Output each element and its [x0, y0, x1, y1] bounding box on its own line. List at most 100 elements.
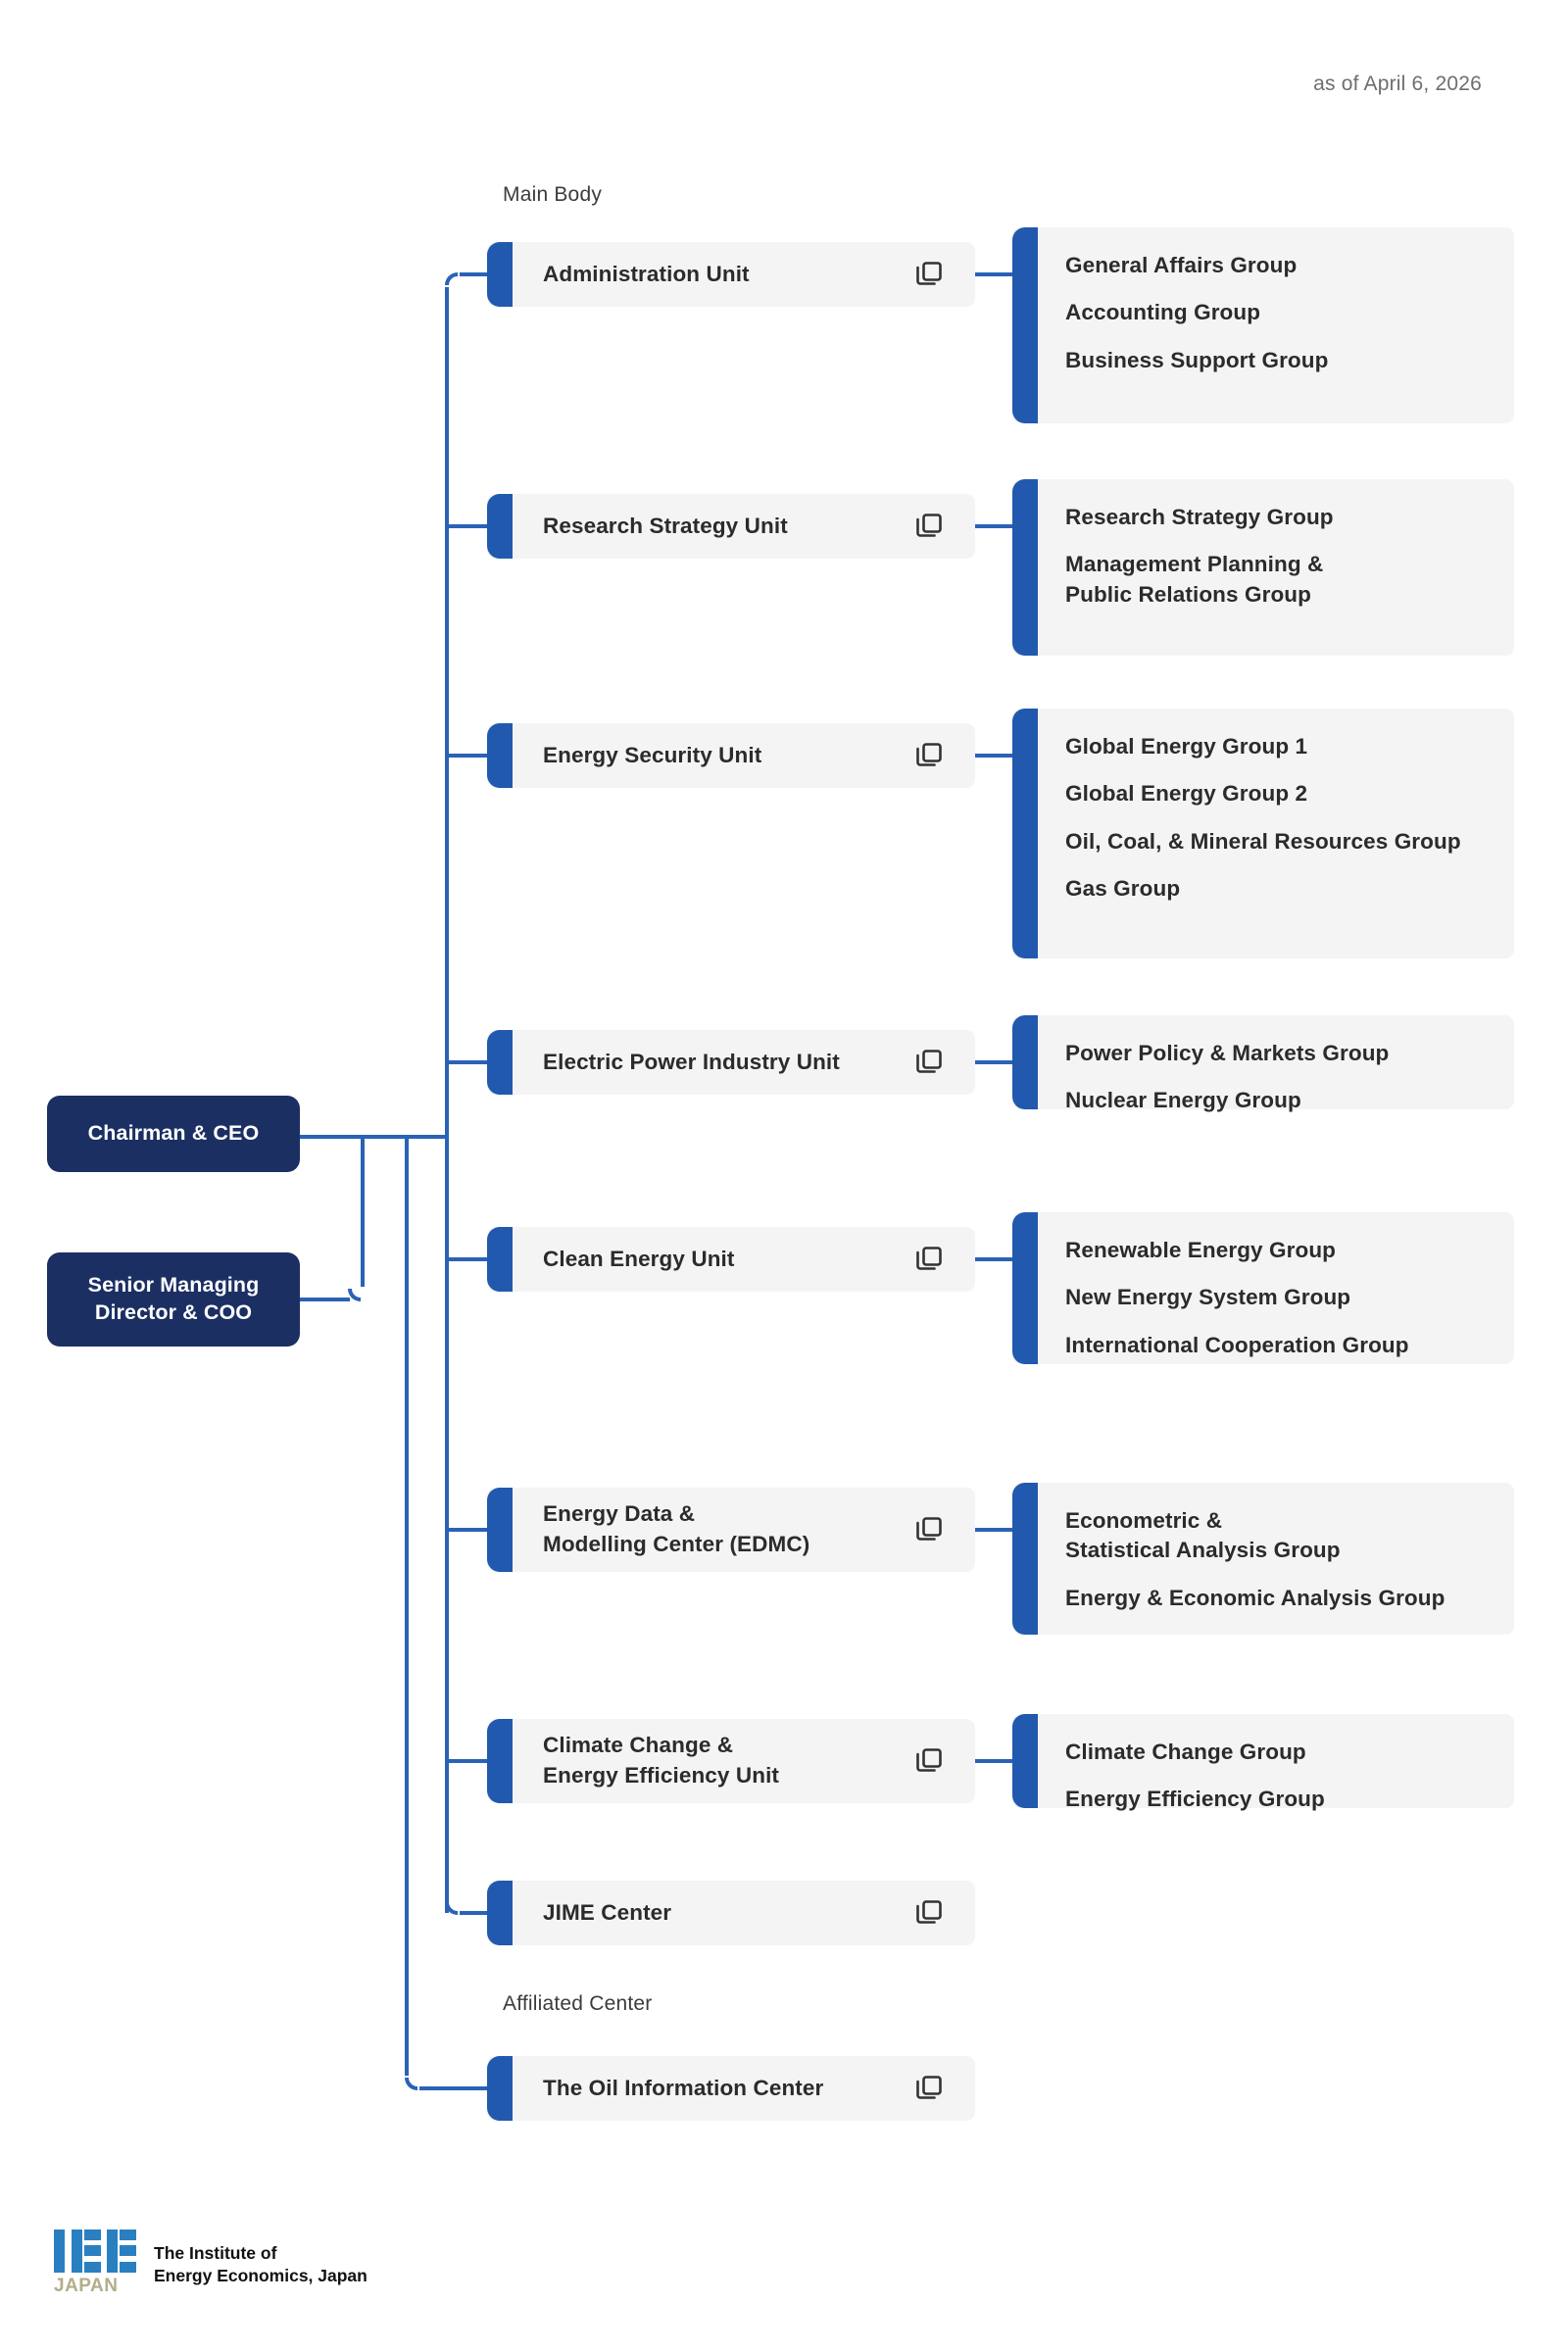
unit-name: Clean Energy Unit [543, 1246, 735, 1271]
accent-bar [487, 1227, 513, 1292]
accent-bar [1012, 1212, 1038, 1364]
exec-box-chairman-ceo[interactable]: Chairman & CEO [47, 1096, 300, 1172]
group-item[interactable]: Global Energy Group 1 [1065, 734, 1308, 759]
group-item[interactable]: Research Strategy Group [1065, 505, 1334, 529]
group-item[interactable]: Accounting Group [1065, 300, 1261, 325]
unit-card-4[interactable]: Clean Energy Unit [487, 1227, 975, 1292]
accent-bar [1012, 479, 1038, 656]
group-item[interactable]: Renewable Energy Group [1065, 1238, 1337, 1262]
unit-card-5[interactable]: Energy Data & Modelling Center (EDMC) [487, 1488, 975, 1572]
unit-card-3[interactable]: Electric Power Industry Unit [487, 1030, 975, 1095]
copy-icon[interactable] [916, 1900, 942, 1926]
accent-bar [1012, 1483, 1038, 1635]
connector-horizontal [975, 1060, 1012, 1064]
unit-card-6[interactable]: Climate Change & Energy Efficiency Unit [487, 1719, 975, 1803]
as-of-date: as of April 6, 2026 [1313, 73, 1482, 95]
connector-horizontal [300, 1135, 449, 1139]
connector-horizontal [460, 272, 487, 276]
accent-bar [1012, 709, 1038, 958]
copy-icon[interactable] [916, 514, 942, 539]
accent-bar [487, 1030, 513, 1095]
group-item[interactable]: Management Planning & Public Relations G… [1065, 552, 1324, 607]
copy-icon[interactable] [916, 743, 942, 768]
accent-bar [487, 2056, 513, 2121]
unit-card-2[interactable]: Energy Security Unit [487, 723, 975, 788]
connector-horizontal [460, 1911, 487, 1915]
connector-horizontal [975, 754, 1012, 758]
connector-horizontal [975, 1759, 1012, 1763]
affiliated-center-name: The Oil Information Center [543, 2075, 824, 2100]
connector-horizontal [447, 524, 487, 528]
unit-name: JIME Center [543, 1899, 672, 1925]
group-item[interactable]: New Energy System Group [1065, 1285, 1351, 1310]
ieej-logo-icon: JAPAN [54, 2230, 136, 2296]
copy-icon[interactable] [916, 1517, 942, 1543]
exec-box-senior-managing-director-coo[interactable]: Senior Managing Director & COO [47, 1252, 300, 1347]
accent-bar [487, 494, 513, 559]
accent-bar [1012, 227, 1038, 423]
group-list: Global Energy Group 1 Global Energy Group… [1065, 709, 1514, 905]
group-item[interactable]: Global Energy Group 2 [1065, 781, 1308, 807]
connector-vertical [361, 1137, 365, 1287]
copy-icon[interactable] [916, 2076, 942, 2101]
group-item[interactable]: Business Support Group [1065, 347, 1329, 372]
accent-bar [1012, 1714, 1038, 1808]
group-item[interactable]: Energy Efficiency Group [1065, 1787, 1325, 1812]
connector-horizontal [447, 1759, 487, 1763]
connector-horizontal [447, 1257, 487, 1261]
group-item[interactable]: Econometric & Statistical Analysis Group [1065, 1508, 1341, 1563]
group-item[interactable]: International Cooperation Group [1065, 1332, 1409, 1357]
unit-name: Administration Unit [543, 261, 750, 286]
unit-card-7[interactable]: JIME Center [487, 1881, 975, 1945]
connector-horizontal [975, 1257, 1012, 1261]
accent-bar [487, 1881, 513, 1945]
footer-logo: JAPAN The Institute of Energy Economics,… [54, 2230, 368, 2296]
copy-icon[interactable] [916, 1050, 942, 1075]
group-item[interactable]: Energy & Economic Analysis Group [1065, 1585, 1446, 1610]
connector-horizontal [447, 1528, 487, 1532]
connector-horizontal [447, 1060, 487, 1064]
unit-card-0[interactable]: Administration Unit [487, 242, 975, 307]
connector-horizontal [975, 524, 1012, 528]
connector-horizontal [975, 272, 1012, 276]
accent-bar [487, 1719, 513, 1803]
unit-name: Energy Data & Modelling Center (EDMC) [543, 1501, 810, 1556]
unit-card-1[interactable]: Research Strategy Unit [487, 494, 975, 559]
affiliated-center-card-0[interactable]: The Oil Information Center [487, 2056, 975, 2121]
connector-elbow [348, 1289, 361, 1301]
unit-name: Energy Security Unit [543, 742, 762, 767]
group-item[interactable]: Nuclear Energy Group [1065, 1088, 1301, 1113]
connector-elbow [445, 1902, 458, 1915]
accent-bar [487, 723, 513, 788]
copy-icon[interactable] [916, 1247, 942, 1272]
group-box-5[interactable]: Econometric & Statistical Analysis Group… [1012, 1483, 1514, 1635]
copy-icon[interactable] [916, 262, 942, 287]
accent-bar [487, 242, 513, 307]
group-list: Econometric & Statistical Analysis Group… [1065, 1483, 1514, 1613]
group-item[interactable]: Climate Change Group [1065, 1740, 1306, 1764]
group-item[interactable]: Power Policy & Markets Group [1065, 1041, 1390, 1065]
unit-name: Research Strategy Unit [543, 513, 788, 538]
group-item[interactable]: General Affairs Group [1065, 253, 1298, 277]
organization-name: The Institute of Energy Economics, Japan [154, 2242, 368, 2286]
group-box-2[interactable]: Global Energy Group 1 Global Energy Group… [1012, 709, 1514, 958]
unit-name: Electric Power Industry Unit [543, 1049, 840, 1074]
group-item[interactable]: Gas Group [1065, 876, 1181, 902]
group-item[interactable]: Oil, Coal, & Mineral Resources Group [1065, 828, 1461, 854]
copy-icon[interactable] [916, 1748, 942, 1774]
connector-elbow [405, 2078, 417, 2090]
connector-horizontal [300, 1298, 350, 1301]
accent-bar [487, 1488, 513, 1572]
section-label-main-body: Main Body [503, 183, 603, 206]
connector-horizontal [419, 2086, 487, 2090]
